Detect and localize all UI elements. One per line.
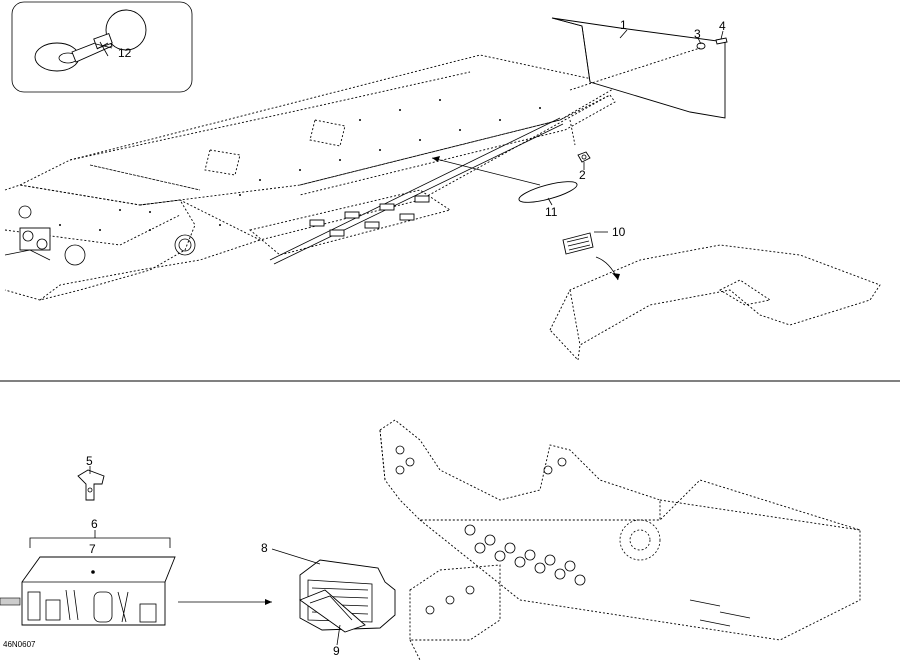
horn-icon xyxy=(34,9,147,72)
callout-7: 7 xyxy=(89,542,96,556)
tool-kit-icon xyxy=(0,556,176,626)
callout-12: 12 xyxy=(118,46,132,60)
regulator-icon xyxy=(299,559,396,633)
horn-inset xyxy=(11,1,193,93)
callout-11: 11 xyxy=(545,205,558,219)
wrench-icon xyxy=(77,469,105,501)
lower-frame xyxy=(379,419,861,661)
callout-2: 2 xyxy=(579,168,586,182)
reflector-icon xyxy=(518,181,578,203)
callout-leaders xyxy=(89,29,724,646)
callout-4: 4 xyxy=(719,19,726,33)
callout-10: 10 xyxy=(612,225,626,239)
rear-fairing xyxy=(549,244,881,362)
screw-icon xyxy=(715,37,728,45)
callout-8: 8 xyxy=(261,541,268,555)
callout-9: 9 xyxy=(333,644,340,658)
callout-1: 1 xyxy=(620,18,627,32)
callout-6: 6 xyxy=(91,517,98,531)
nut-icon xyxy=(577,151,591,163)
front-mechanism xyxy=(4,227,51,261)
running-board xyxy=(249,189,452,256)
callout-5: 5 xyxy=(86,454,93,468)
drawing-code: 46N0607 xyxy=(3,640,36,649)
callout-3: 3 xyxy=(694,27,701,41)
tunnel-frame xyxy=(4,54,622,301)
washer-icon xyxy=(696,42,706,50)
decal-icon xyxy=(562,232,594,255)
mud-flap-icon xyxy=(551,17,726,119)
